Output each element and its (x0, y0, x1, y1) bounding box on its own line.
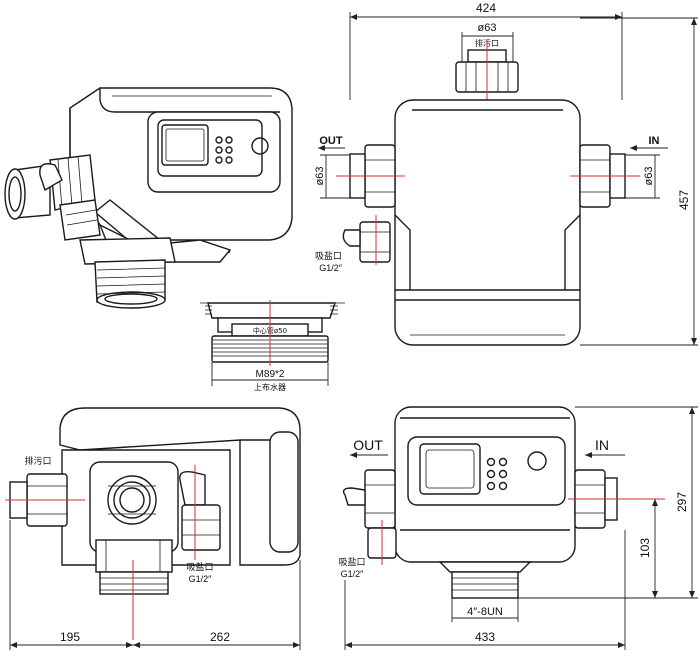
center-pipe-detail: 中心管ø50 M89*2 上布水器 (200, 300, 345, 392)
side-brine-size: G1/2″ (189, 574, 213, 584)
side-drain-label: 排污口 (24, 455, 51, 467)
top-out-label: OUT (319, 135, 343, 147)
left-dia-label: ø63 (314, 167, 326, 186)
distributor-label: 上布水器 (254, 382, 286, 392)
side-brine-label: 吸盐口 (186, 561, 213, 573)
iso-knob (251, 137, 269, 155)
width-424-label: 424 (476, 1, 496, 15)
top-brine-size: G1/2″ (319, 263, 343, 273)
front-in-label: IN (595, 437, 609, 453)
height-297-label: 297 (675, 492, 689, 512)
front-knob (527, 451, 547, 471)
front-keypad (486, 457, 508, 491)
top-view: 424 ø63 排污口 OUT ø63 (314, 1, 698, 346)
front-brine-label: 吸盐口 (338, 556, 365, 568)
drain-dia-label: ø63 (478, 22, 497, 34)
dim-262-label: 262 (210, 630, 230, 644)
front-lcd-screen (419, 443, 481, 495)
top-brine-label: 吸盐口 (315, 250, 342, 262)
iso-keypad (215, 136, 233, 164)
height-103-label: 103 (638, 538, 652, 558)
right-dia-label: ø63 (643, 167, 655, 186)
front-view: OUT 吸盐口 G1/2″ IN 4″-8UN 297 103 (338, 406, 698, 650)
thread-label: M89*2 (256, 369, 285, 380)
height-457-label: 457 (677, 190, 691, 210)
front-thread-label: 4″-8UN (467, 606, 503, 618)
top-in-label: IN (649, 135, 660, 147)
front-out-label: OUT (353, 437, 383, 453)
isometric-view (4, 87, 293, 309)
front-brine-size: G1/2″ (341, 569, 365, 579)
dim-195-label: 195 (60, 630, 80, 644)
width-433-label: 433 (475, 630, 495, 644)
side-view: 排污口 吸盐口 G1/2″ 195 262 (5, 407, 301, 650)
iso-lcd-screen (161, 124, 209, 166)
